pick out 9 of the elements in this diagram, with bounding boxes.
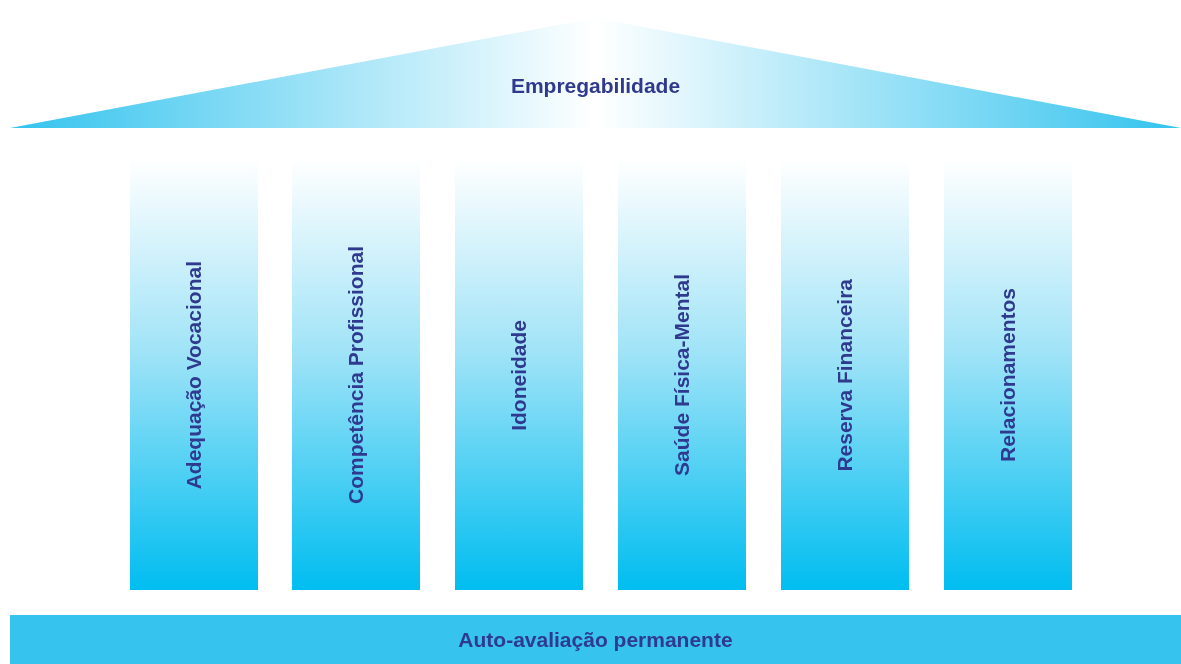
pillar-label: Adequação Vocacional (182, 260, 206, 490)
base-bar (10, 615, 1181, 664)
roof-title: Empregabilidade (510, 74, 681, 98)
pillar-label: Competência Profissional (344, 246, 368, 504)
pillar-label: Saúde Física-Mental (670, 274, 694, 476)
pillar-label: Idoneidade (507, 319, 531, 431)
pillar-label: Relacionamentos (996, 288, 1020, 462)
pillar-label: Reserva Financeira (833, 278, 857, 472)
base-label: Auto-avaliação permanente (458, 627, 733, 652)
